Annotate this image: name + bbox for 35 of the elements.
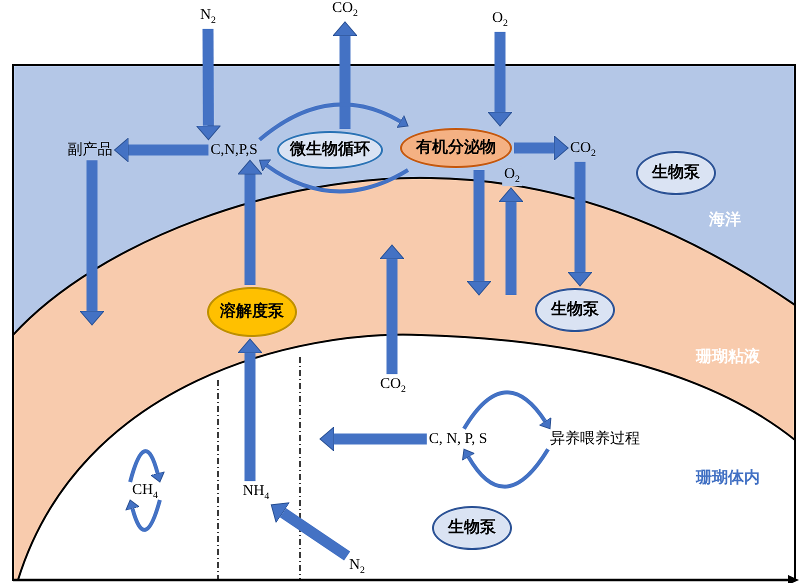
node-text: 异养喂养过程 — [550, 430, 640, 448]
node-text: C, N, P, S — [428, 430, 488, 448]
node-text: NH$_{4}$ — [242, 483, 270, 503]
cycle-arrow — [462, 448, 550, 489]
arrow — [196, 28, 221, 140]
cycle-arrow — [258, 159, 409, 194]
node-text: CO$_{2}$ — [380, 376, 406, 396]
node-text: C,N,P,S — [210, 142, 258, 158]
node-text: O$_{2}$ — [502, 166, 522, 186]
cycle-arrow — [258, 102, 409, 142]
cycle-arrow — [125, 499, 162, 532]
arrow — [270, 502, 350, 561]
arrow — [514, 136, 569, 160]
node-text: O$_{2}$ — [492, 10, 508, 30]
arrow — [114, 138, 208, 162]
arrow — [498, 187, 524, 295]
arrow — [320, 426, 427, 452]
region-label: 海洋 — [709, 210, 741, 230]
arrow — [80, 160, 104, 326]
node-text: CO$_{2}$ — [332, 0, 358, 20]
region-label: 珊瑚粘液 — [696, 346, 760, 368]
arrow — [238, 338, 262, 482]
arrow — [488, 32, 512, 126]
arrow — [466, 170, 492, 296]
cycle-arrow — [462, 390, 552, 430]
arrow — [332, 21, 358, 129]
node-text: CO$_{2}$ — [570, 140, 596, 160]
arrow — [380, 244, 404, 374]
node-text: N$_{2}$ — [349, 557, 365, 577]
region-label: 珊瑚体内 — [696, 468, 760, 488]
node-text: CH$_{4}$ — [132, 482, 158, 502]
cycle-arrow — [128, 449, 165, 483]
node-text: N$_{2}$ — [200, 7, 216, 27]
arrow — [238, 160, 262, 285]
node-text: 副产品 — [68, 142, 112, 158]
